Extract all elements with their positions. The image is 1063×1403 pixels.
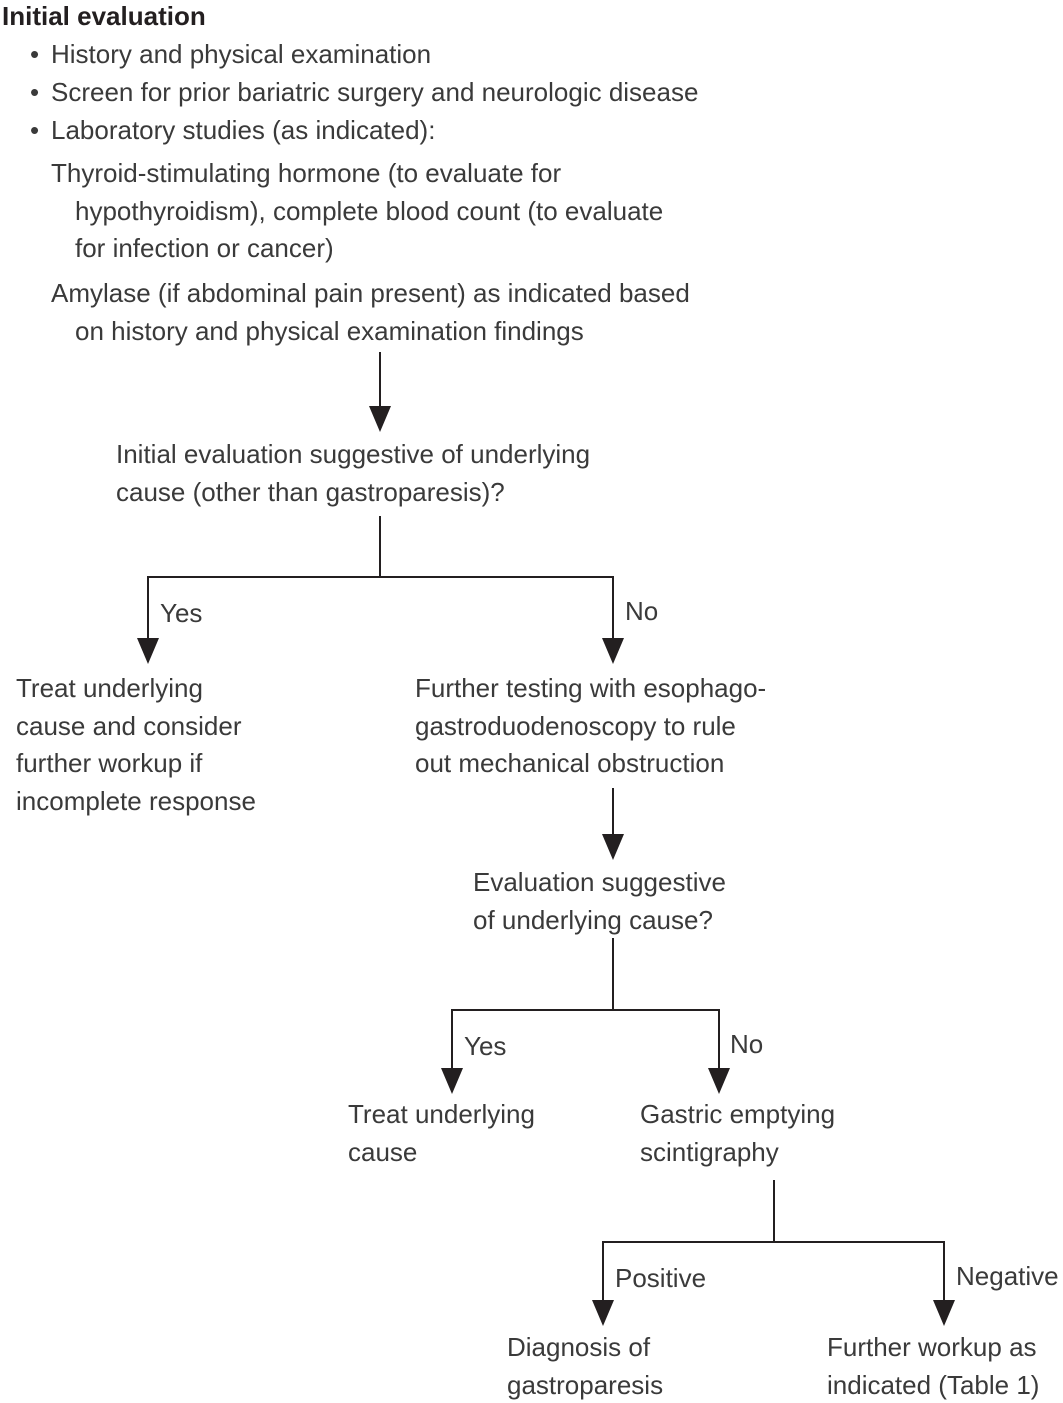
arrow-initial-to-question1 [369, 352, 391, 432]
bullet-item-history: • History and physical examination [30, 36, 431, 74]
result-treat-underlying-cause-workup: Treat underlying cause and consider furt… [16, 673, 256, 816]
result-treat-underlying-cause: Treat underlying cause [348, 1099, 535, 1167]
lab-note-amylase: Amylase (if abdominal pain present) as i… [51, 278, 690, 346]
branch1-yes-label: Yes [160, 598, 203, 628]
branch3-positive-label: Positive [615, 1263, 707, 1293]
bullet-item-labs: • Laboratory studies (as indicated): [30, 112, 435, 150]
result-further-workup-table1: Further workup as indicated (Table 1) [827, 1332, 1040, 1400]
bullet-item-label: Screen for prior bariatric surgery and n… [51, 77, 699, 107]
branch2-no-label: No [730, 1029, 764, 1059]
question-evaluation-suggestive: Evaluation suggestive of underlying caus… [473, 867, 726, 935]
bullet-icon: • [30, 115, 40, 145]
question-initial-evaluation: Initial evaluation suggestive of underly… [116, 439, 591, 507]
bullet-item-screen: • Screen for prior bariatric surgery and… [30, 74, 698, 112]
bullet-item-label: History and physical examination [51, 39, 432, 69]
bullet-icon: • [30, 39, 40, 69]
result-diagnosis-gastroparesis: Diagnosis of gastroparesis [507, 1332, 664, 1400]
branch3-connector [592, 1180, 955, 1326]
lab-note-tsh: Thyroid-stimulating hormone (to evaluate… [51, 158, 664, 263]
arrow-egd-to-question2 [602, 788, 624, 860]
result-egd-testing: Further testing with esophago- gastroduo… [415, 673, 767, 778]
page-title: Initial evaluation [2, 1, 206, 31]
bullet-item-label: Laboratory studies (as indicated): [51, 115, 436, 145]
result-gastric-emptying-scintigraphy: Gastric emptying scintigraphy [640, 1099, 836, 1167]
branch2-yes-label: Yes [464, 1031, 507, 1061]
branch3-negative-label: Negative [956, 1261, 1059, 1291]
bullet-icon: • [30, 77, 40, 107]
branch1-connector [137, 516, 624, 664]
branch2-connector [441, 938, 730, 1094]
branch1-no-label: No [625, 596, 659, 626]
